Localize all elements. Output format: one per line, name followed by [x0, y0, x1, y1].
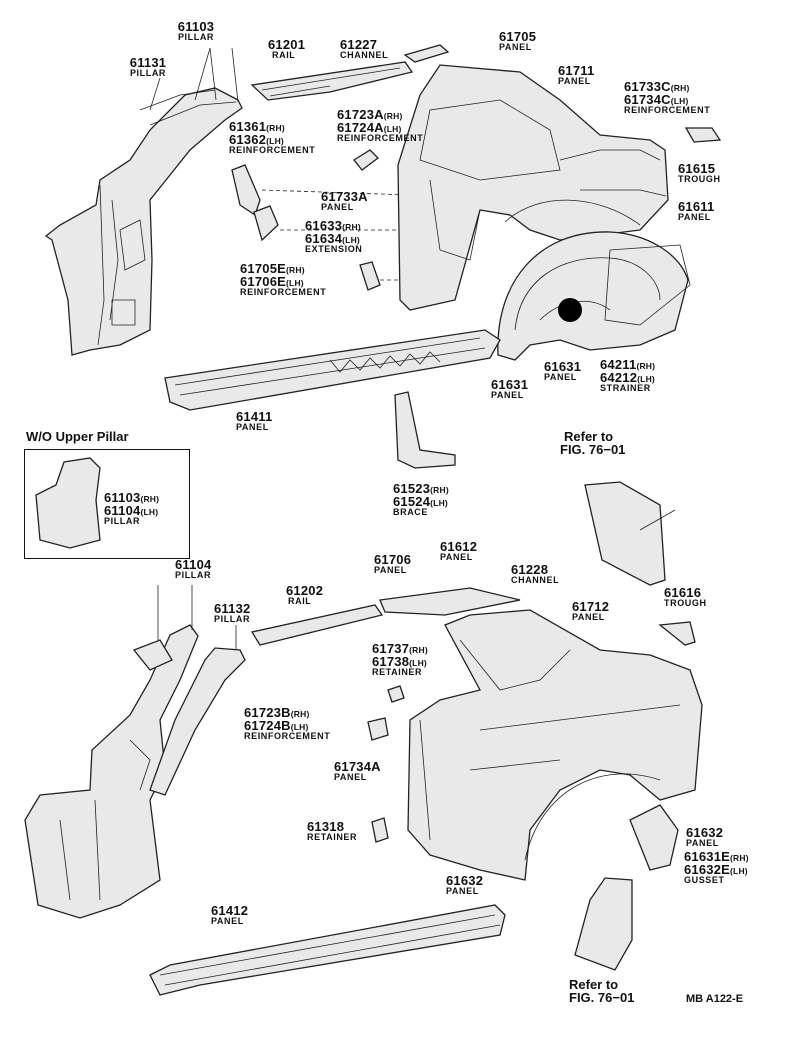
label-61712: 61712 PANEL — [572, 599, 610, 622]
label-61227: 61227 CHANNEL — [340, 37, 389, 60]
gusset-61632-shape — [629, 804, 679, 871]
rocker-panel-61411-shape — [164, 329, 501, 411]
label-61103: 61103 PILLAR — [177, 19, 215, 42]
label-61737: 61737(RH) 61738(LH) RETAINER — [372, 641, 428, 677]
panel-61706-shape — [379, 587, 521, 616]
figure-code: MB A122-E — [686, 993, 744, 1005]
mudflap-bottom-shape — [574, 877, 633, 971]
rail-61201-shape — [250, 61, 414, 101]
label-61632-b: 61632 PANEL — [446, 873, 484, 896]
label-61104: 61104 PILLAR — [175, 557, 212, 580]
label-61103-inset: 61103(RH) 61104(LH) PILLAR — [104, 490, 160, 526]
retainer-61737-shape — [387, 685, 405, 703]
label-61612: 61612 PANEL — [440, 539, 478, 562]
reference-1: Refer to FIG. 76−01 — [560, 429, 626, 457]
extension-61633-shape — [253, 205, 279, 242]
reinforcement-61723b-shape — [367, 717, 389, 741]
label-61615: 61615 TROUGH — [678, 161, 721, 184]
reinforcement-61733c-shape — [684, 127, 722, 143]
label-61228: 61228 CHANNEL — [511, 562, 560, 585]
label-61616: 61616 TROUGH — [664, 585, 707, 608]
retainer-61318-shape — [371, 817, 389, 843]
pillar-61131-shape — [44, 87, 243, 356]
rail-61202-shape — [250, 604, 384, 646]
inset-box — [24, 449, 190, 559]
label-61631-a: 61631 PANEL — [491, 377, 529, 400]
wheel-housing-61631-shape — [497, 231, 691, 361]
inset-title: W/O Upper Pillar — [26, 429, 129, 444]
label-61132: 61132 PILLAR — [214, 601, 251, 624]
label-61318: 61318 RETAINER — [307, 819, 358, 842]
reinforcement-61361-shape — [231, 164, 261, 217]
pillar-61104-shape — [24, 624, 199, 919]
label-61733c: 61733C(RH) 61734C(LH) REINFORCEMENT — [624, 79, 711, 115]
label-61705: 61705 PANEL — [499, 29, 537, 52]
pillar-61132-shape — [149, 647, 246, 796]
label-61723b: 61723B(RH) 61724B(LH) REINFORCEMENT — [244, 705, 331, 741]
label-61632-a: 61632 PANEL — [686, 825, 724, 848]
label-61734a: 61734A PANEL — [334, 759, 381, 782]
label-61361: 61361(RH) 61362(LH) REINFORCEMENT — [229, 119, 316, 155]
mudflap-top-shape — [584, 481, 666, 586]
label-61412: 61412 PANEL — [211, 903, 249, 926]
label-61202: 61202 RAIL — [286, 583, 324, 606]
pillar-61103-inset-shape — [35, 457, 101, 549]
label-61611: 61611 PANEL — [678, 199, 715, 222]
channel-61227-shape — [403, 44, 450, 63]
pillar-bracket-shape — [132, 639, 173, 671]
label-61633: 61633(RH) 61634(LH) EXTENSION — [305, 218, 363, 254]
trough-61616-shape — [658, 621, 696, 646]
label-61706: 61706 PANEL — [374, 552, 412, 575]
label-61711: 61711 PANEL — [558, 63, 595, 86]
reference-2: Refer to FIG. 76−01 — [569, 977, 635, 1005]
label-64211: 64211(RH) 64212(LH) STRAINER — [600, 357, 656, 393]
label-61723a: 61723A(RH) 61724A(LH) REINFORCEMENT — [337, 107, 424, 143]
label-61131: 61131 PILLAR — [129, 55, 167, 78]
label-61631e: 61631E(RH) 61632E(LH) GUSSET — [684, 849, 749, 885]
label-61705e: 61705E(RH) 61706E(LH) REINFORCEMENT — [240, 261, 327, 297]
label-61733a: 61733A PANEL — [321, 189, 368, 212]
rocker-panel-61412-shape — [149, 904, 506, 996]
label-61201: 61201 RAIL — [268, 37, 306, 60]
brace-61523-shape — [394, 391, 456, 469]
label-61631-b: 61631 PANEL — [544, 359, 582, 382]
label-61523: 61523(RH) 61524(LH) BRACE — [393, 481, 449, 517]
quarter-panel-61712-shape — [407, 609, 703, 881]
label-61411: 61411 PANEL — [236, 409, 273, 432]
reinforcement-61705e-shape — [359, 261, 381, 291]
quarter-panel-61611-shape — [397, 64, 669, 311]
reinforcement-61723a-shape — [353, 149, 379, 171]
